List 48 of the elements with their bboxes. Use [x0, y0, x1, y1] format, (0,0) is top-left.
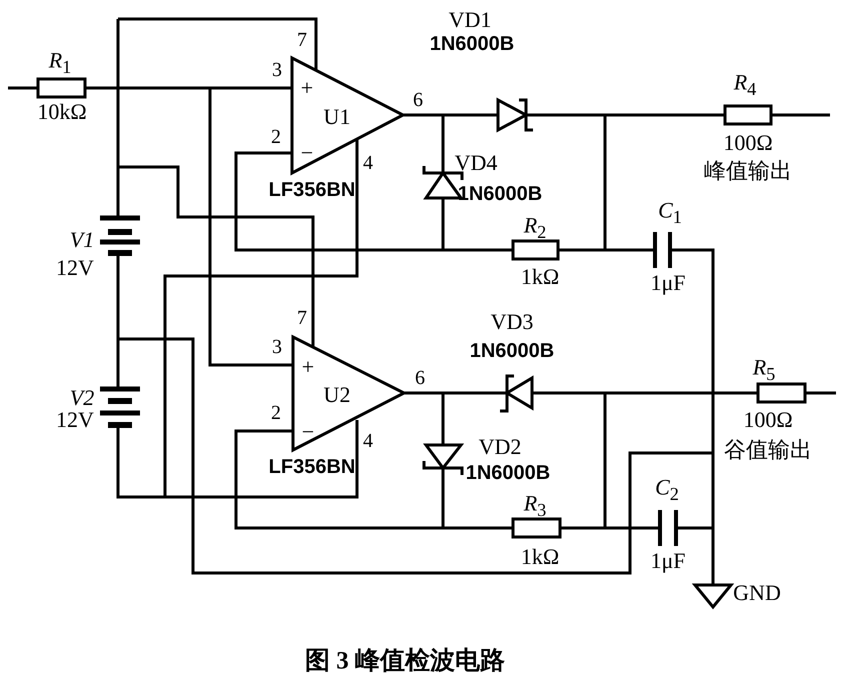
component-label: R$_{1}$: [48, 50, 72, 76]
part-number: 1N6000B: [430, 34, 514, 54]
component-label: C$_{1}$: [658, 200, 682, 226]
value-label: 12V: [56, 257, 94, 279]
component-label: R$_{4}$: [734, 72, 756, 98]
value-label: 1kΩ: [520, 266, 560, 288]
part-number: 1N6000B: [458, 184, 542, 204]
output-label: 谷值输出: [724, 439, 812, 461]
part-number: LF356BN: [268, 180, 356, 200]
pin-number: 7: [297, 308, 307, 328]
pin-number: 4: [363, 431, 373, 451]
component-label: R$_{5}$: [752, 356, 776, 384]
component-label: C$_{2}$: [655, 476, 679, 504]
pin-number: 6: [415, 368, 425, 388]
pin-number: 3: [272, 337, 282, 357]
value-label: 1μF: [650, 550, 686, 572]
component-label: VD4: [454, 152, 498, 174]
component-label: R$_{3}$: [524, 492, 546, 520]
pin-number: 3: [272, 60, 282, 80]
output-label: 峰值输出: [704, 160, 792, 182]
part-number: LF356BN: [268, 457, 356, 477]
pin-number: 4: [363, 153, 373, 173]
component-label: R$_{2}$: [524, 214, 546, 242]
component-label: VD3: [490, 311, 534, 333]
polarity-sign: −: [300, 142, 314, 164]
pin-number: 2: [271, 403, 281, 423]
pin-number: 2: [271, 127, 281, 147]
polarity-sign: −: [302, 421, 314, 443]
component-label: V2: [70, 387, 94, 409]
figure-caption: 图 3 峰值检波电路: [305, 646, 505, 676]
polarity-sign: +: [302, 356, 314, 378]
ground-label: GND: [733, 582, 781, 604]
value-label: 12V: [56, 409, 94, 431]
pin-number: 6: [413, 90, 423, 110]
component-label: VD2: [478, 436, 522, 458]
value-label: 1kΩ: [520, 546, 560, 568]
component-label: U1: [324, 106, 350, 128]
value-label: 100Ω: [743, 409, 793, 431]
polarity-sign: +: [300, 77, 314, 99]
pin-number: 7: [297, 30, 307, 50]
value-label: 1μF: [650, 272, 686, 294]
value-label: 100Ω: [723, 132, 773, 154]
component-label: V1: [70, 229, 94, 251]
part-number: 1N6000B: [466, 463, 550, 483]
part-number: 1N6000B: [470, 341, 554, 361]
value-label: 10kΩ: [37, 101, 87, 123]
component-label: VD1: [448, 9, 492, 31]
component-label: U2: [324, 384, 350, 406]
